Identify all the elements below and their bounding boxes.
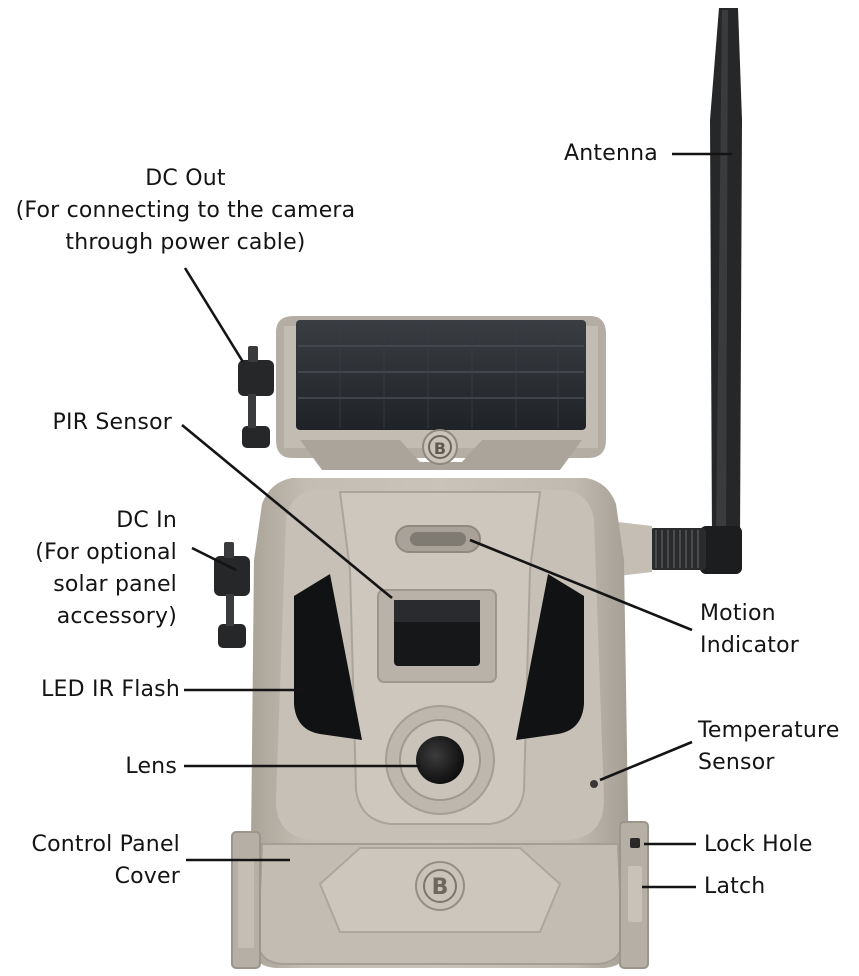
label-latch: Latch	[704, 874, 766, 899]
cover-logo-mark: B	[432, 875, 449, 900]
label-cover-line1: Control Panel	[31, 832, 180, 857]
camera-body	[231, 478, 649, 969]
label-dc-out-line2: (For connecting to the camera	[15, 198, 356, 223]
label-dc-in-line3: solar panel	[53, 572, 177, 597]
leader-lines	[181, 152, 732, 889]
label-dc-out: DC Out (For connecting to the camera thr…	[0, 163, 371, 259]
label-dc-in-line4: accessory)	[56, 604, 177, 629]
label-temperature-sensor: Temperature Sensor	[698, 715, 840, 779]
leader-dc-out	[183, 267, 245, 363]
label-dc-in-line2: (For optional	[35, 540, 177, 565]
antenna-part	[618, 8, 742, 576]
leader-motion	[469, 538, 693, 632]
dc-out-port	[238, 346, 274, 448]
leader-dc-in	[191, 546, 237, 572]
label-motion-indicator: Motion Indicator	[700, 598, 799, 662]
label-motion-line1: Motion	[700, 601, 776, 626]
label-temperature-line2: Sensor	[698, 750, 775, 775]
leader-pir	[181, 423, 393, 600]
dc-in-port	[214, 542, 250, 648]
label-antenna: Antenna	[564, 141, 658, 166]
label-lock-hole: Lock Hole	[704, 832, 813, 857]
label-temperature-line1: Temperature	[698, 718, 840, 743]
label-dc-in-line1: DC In	[116, 508, 177, 533]
label-cover-line2: Cover	[114, 864, 180, 889]
label-dc-out-line3: through power cable)	[65, 230, 306, 255]
solar-panel-unit	[276, 316, 606, 470]
label-lens: Lens	[125, 754, 177, 779]
label-dc-in: DC In (For optional solar panel accessor…	[35, 505, 177, 633]
label-motion-line2: Indicator	[700, 633, 800, 658]
label-dc-out-line1: DC Out	[145, 166, 226, 191]
label-control-panel-cover: Control Panel Cover	[32, 829, 180, 893]
label-led-ir-flash: LED IR Flash	[41, 677, 180, 702]
label-pir-sensor: PIR Sensor	[52, 410, 172, 435]
leader-temperature	[599, 740, 693, 782]
top-logo-mark: B	[434, 439, 446, 458]
